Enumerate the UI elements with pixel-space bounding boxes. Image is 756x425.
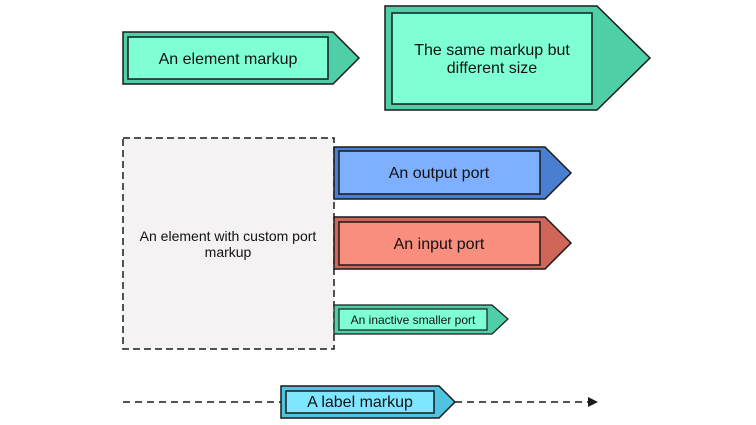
input-port[interactable]: An input port [333,216,573,270]
link[interactable]: A label markup [123,385,598,419]
element-large[interactable]: The same markup but different size [384,5,652,111]
link-label[interactable]: A label markup [280,385,457,419]
element-small-label: An element markup [159,51,298,68]
inactive-port-inner [338,308,488,331]
link-label-inner [285,390,435,414]
inactive-port[interactable]: An inactive smaller port [333,304,509,335]
element-large-label-line2: different size [447,60,538,77]
custom-element-label-line2: markup [205,244,252,260]
custom-element-box [122,137,335,350]
element-small-inner [127,36,329,80]
output-port-label: An output port [389,165,490,182]
custom-port-element[interactable]: An element with custom port markup [122,137,335,350]
element-large-label-line1: The same markup but [414,42,570,59]
element-small[interactable]: An element markup [122,31,361,85]
output-port-inner [338,150,541,195]
input-port-label: An input port [394,236,485,253]
custom-element-label-line1: An element with custom port [140,228,317,244]
element-large-inner [391,12,593,105]
inactive-port-label: An inactive smaller port [351,313,476,327]
input-port-inner [338,221,541,266]
output-port[interactable]: An output port [333,146,573,200]
link-label-text: A label markup [307,394,413,411]
